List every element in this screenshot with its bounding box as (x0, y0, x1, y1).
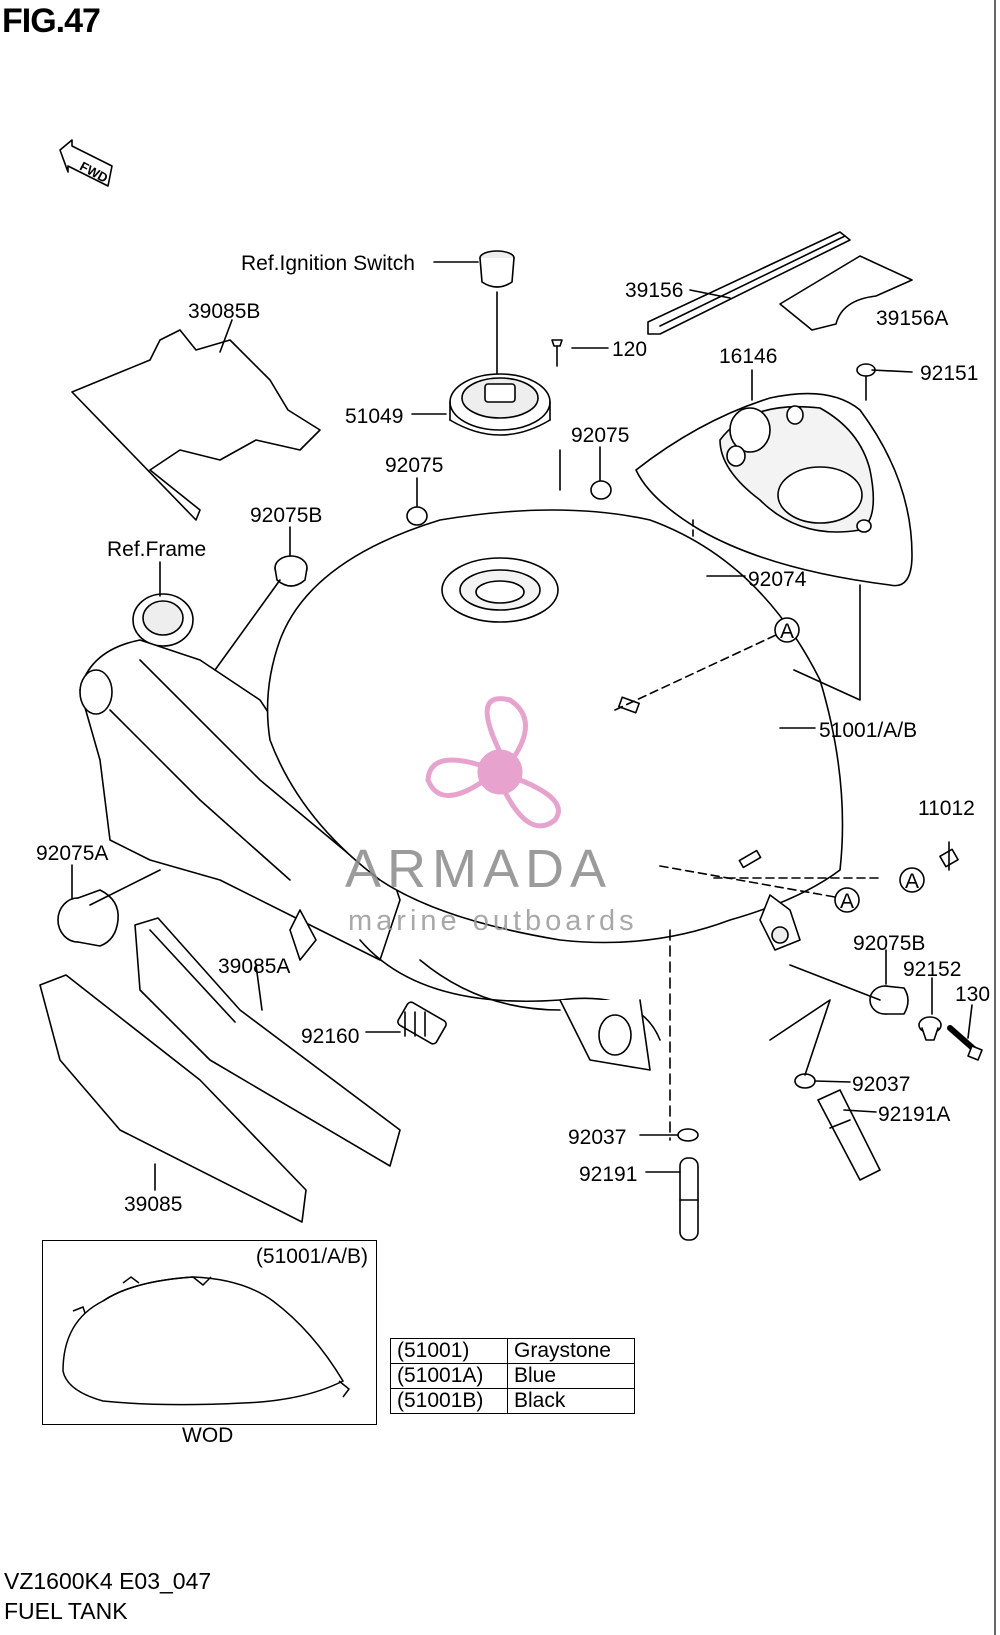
label-92074: 92074 (748, 568, 807, 591)
callout-a2: A (905, 870, 919, 893)
callout-circle-a1 (774, 617, 800, 643)
label-ref-frame: Ref.Frame (107, 538, 206, 561)
watermark-tagline: marine outboards (348, 905, 638, 937)
label-39156: 39156 (625, 279, 683, 302)
table-row: (51001) Graystone (390, 1338, 635, 1364)
callout-circle-a3 (834, 887, 860, 913)
inset-caption: WOD (182, 1424, 234, 1447)
label-92075-right: 92075 (571, 424, 629, 447)
label-51001: 51001/A/B (819, 719, 917, 742)
section-name: FUEL TANK (4, 1598, 128, 1624)
label-39085b: 39085B (188, 300, 260, 323)
callout-a3: A (840, 890, 854, 913)
label-92075a: 92075A (36, 842, 108, 865)
inset-tank-outline: (51001/A/B) (42, 1240, 377, 1425)
pad-39085a (134, 917, 401, 1167)
screw-120 (551, 339, 563, 367)
collar-92152 (918, 1016, 942, 1041)
pad-39085b (71, 329, 321, 521)
callout-a1: A (780, 620, 794, 643)
label-92075b-top: 92075B (250, 504, 322, 527)
ignition-switch-cap (479, 250, 515, 381)
forward-arrow-icon: FWD (59, 139, 113, 187)
label-92075-left: 92075 (385, 454, 443, 477)
clip-92037-right (794, 1073, 816, 1089)
ignition-plate-51049 (449, 373, 551, 436)
label-120: 120 (612, 338, 647, 361)
meter-panel-16146 (635, 392, 913, 587)
label-92037-bottom: 92037 (568, 1126, 626, 1149)
label-39085: 39085 (124, 1193, 182, 1216)
color-variants-table: (51001) Graystone (51001A) Blue (51001B)… (390, 1338, 635, 1414)
strip-39156 (647, 231, 851, 335)
variant-code: (51001) (390, 1338, 508, 1364)
figure-title: FIG.47 (2, 2, 101, 40)
pad-39085 (39, 974, 307, 1223)
table-row: (51001A) Blue (390, 1363, 635, 1389)
model-code: VZ1600K4 E03_047 (4, 1568, 212, 1594)
damper-92075a (57, 889, 119, 947)
bolt-130 (947, 1025, 983, 1061)
watermark-logo-icon (425, 696, 561, 829)
label-92151: 92151 (920, 362, 978, 385)
variant-color: Black (507, 1388, 635, 1414)
variant-color: Graystone (507, 1338, 635, 1364)
frame-ref (79, 593, 401, 961)
inset-label: (51001/A/B) (255, 1245, 368, 1268)
grommet-92075-right (590, 480, 612, 500)
valve-92160 (397, 1001, 447, 1045)
clip-92037-bottom (677, 1128, 699, 1142)
label-92160: 92160 (301, 1025, 359, 1048)
table-row: (51001B) Black (390, 1388, 635, 1414)
label-92075b-right: 92075B (853, 932, 925, 955)
label-39156a: 39156A (876, 307, 948, 330)
label-92037-right: 92037 (852, 1073, 910, 1096)
callout-circle-a2 (899, 867, 925, 893)
hose-92191 (679, 1157, 699, 1241)
variant-code: (51001B) (390, 1388, 508, 1414)
watermark-brand: ARMADA (345, 839, 613, 899)
label-ref-ignition-switch: Ref.Ignition Switch (241, 252, 415, 275)
plate-39156a (779, 255, 913, 331)
label-92152: 92152 (903, 958, 961, 981)
page-edge-divider (994, 0, 996, 1635)
variant-code: (51001A) (390, 1363, 508, 1389)
label-130: 130 (955, 983, 990, 1006)
label-16146: 16146 (719, 345, 777, 368)
label-39085a: 39085A (218, 955, 290, 978)
hose-92191a (817, 1089, 881, 1181)
grommet-92075-left (406, 506, 428, 526)
label-11012: 11012 (918, 797, 975, 820)
label-92191a: 92191A (878, 1103, 950, 1126)
fuel-tank-51001 (266, 509, 844, 1071)
damper-92075b-right (869, 985, 909, 1015)
variant-color: Blue (507, 1363, 635, 1389)
label-51049: 51049 (345, 405, 403, 428)
damper-92075b-top (274, 555, 308, 587)
label-92191: 92191 (579, 1163, 637, 1186)
inset-tank-drawing (62, 1276, 351, 1406)
screw-92151 (856, 363, 876, 401)
